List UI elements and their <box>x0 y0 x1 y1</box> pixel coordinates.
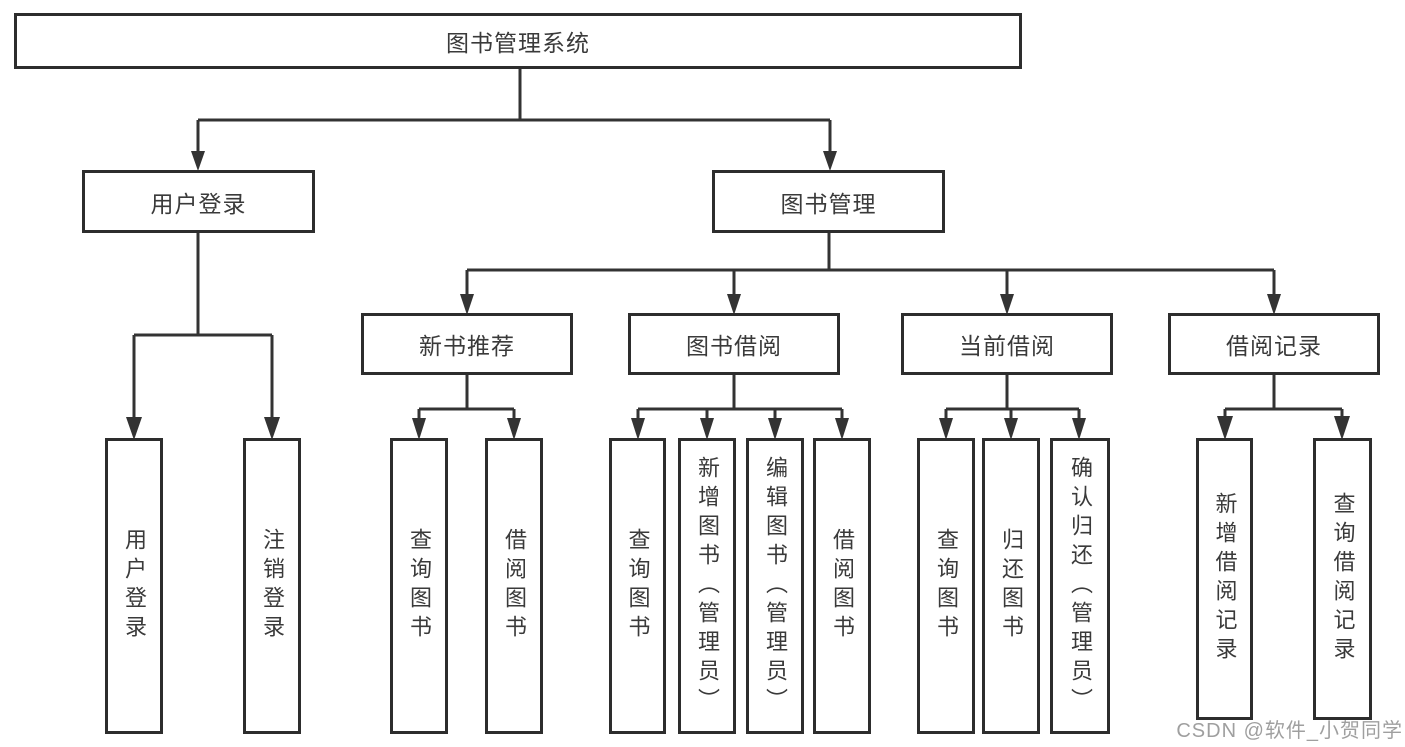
node-book-mgmt-branch: 图书管理 <box>712 170 945 233</box>
arrowheads <box>126 151 1350 440</box>
node-label: 用户登录 <box>122 528 147 644</box>
arrowhead-nb-query <box>412 418 426 440</box>
node-leaf-bb-borrow-books: 借阅图书 <box>813 438 871 734</box>
node-label: 图书管理系统 <box>446 30 590 56</box>
arrowhead-new-book <box>460 294 474 315</box>
node-label: 查询图书 <box>934 528 959 644</box>
node-leaf-cb-return-books: 归还图书 <box>982 438 1040 734</box>
node-leaf-nb-query-books: 查询图书 <box>390 438 448 734</box>
node-borrow-record: 借阅记录 <box>1168 313 1380 375</box>
arrowhead-current-borrow <box>1000 294 1014 315</box>
arrowhead-br-add <box>1217 416 1233 440</box>
node-label: 图书管理 <box>780 190 877 217</box>
arrowhead-bb-add <box>700 418 714 440</box>
node-label: 当前借阅 <box>959 333 1055 359</box>
node-leaf-bb-add-books-admin: 新增图书（管理员） <box>678 438 736 734</box>
node-leaf-bb-edit-books-admin: 编辑图书（管理员） <box>746 438 804 734</box>
arrowhead-login-leaf <box>126 417 142 440</box>
node-leaf-nb-borrow-books: 借阅图书 <box>485 438 543 734</box>
node-user-login-branch: 用户登录 <box>82 170 315 233</box>
node-leaf-br-add-record: 新增借阅记录 <box>1196 438 1253 720</box>
arrowhead-borrow-record <box>1267 294 1281 315</box>
node-new-book-rec: 新书推荐 <box>361 313 573 375</box>
node-label: 新增借阅记录 <box>1212 492 1238 666</box>
node-label: 借阅图书 <box>830 528 855 644</box>
node-leaf-cb-confirm-return-admin: 确认归还（管理员） <box>1050 438 1110 734</box>
node-label: 用户登录 <box>150 190 247 217</box>
arrowhead-bb-borrow <box>835 418 849 440</box>
arrowhead-cb-return <box>1004 418 1018 440</box>
csdn-watermark: CSDN @软件_小贺同学 <box>1176 720 1403 742</box>
node-label: 查询图书 <box>407 528 432 644</box>
arrowhead-cb-query <box>939 418 953 440</box>
arrowhead-logout-leaf <box>264 417 280 440</box>
node-label: 借阅图书 <box>502 528 527 644</box>
node-root-system: 图书管理系统 <box>14 13 1022 69</box>
node-label: 确认归还（管理员） <box>1068 455 1093 717</box>
node-label: 归还图书 <box>999 528 1024 644</box>
arrowhead-book-mgmt <box>823 151 837 171</box>
arrowhead-br-query <box>1334 416 1350 440</box>
arrowhead-user-login <box>191 151 205 171</box>
node-book-borrow: 图书借阅 <box>628 313 840 375</box>
node-leaf-cb-query-books: 查询图书 <box>917 438 975 734</box>
node-label: 新增图书（管理员） <box>695 455 720 717</box>
arrowhead-bb-query <box>631 418 645 440</box>
node-leaf-logout: 注销登录 <box>243 438 301 734</box>
node-label: 注销登录 <box>260 528 285 644</box>
node-label: 借阅记录 <box>1226 333 1322 359</box>
node-label: 查询借阅记录 <box>1330 492 1356 666</box>
arrowhead-book-borrow <box>727 294 741 315</box>
node-label: 新书推荐 <box>419 333 515 359</box>
node-leaf-br-query-record: 查询借阅记录 <box>1313 438 1372 720</box>
node-leaf-bb-query-books: 查询图书 <box>609 438 666 734</box>
node-label: 查询图书 <box>625 528 651 644</box>
arrowhead-nb-borrow <box>507 418 521 440</box>
arrowhead-bb-edit <box>768 418 782 440</box>
node-current-borrow: 当前借阅 <box>901 313 1113 375</box>
arrowhead-cb-confirm <box>1072 418 1086 440</box>
node-label: 图书借阅 <box>686 333 782 359</box>
node-label: 编辑图书（管理员） <box>763 455 788 717</box>
node-leaf-user-login: 用户登录 <box>105 438 163 734</box>
